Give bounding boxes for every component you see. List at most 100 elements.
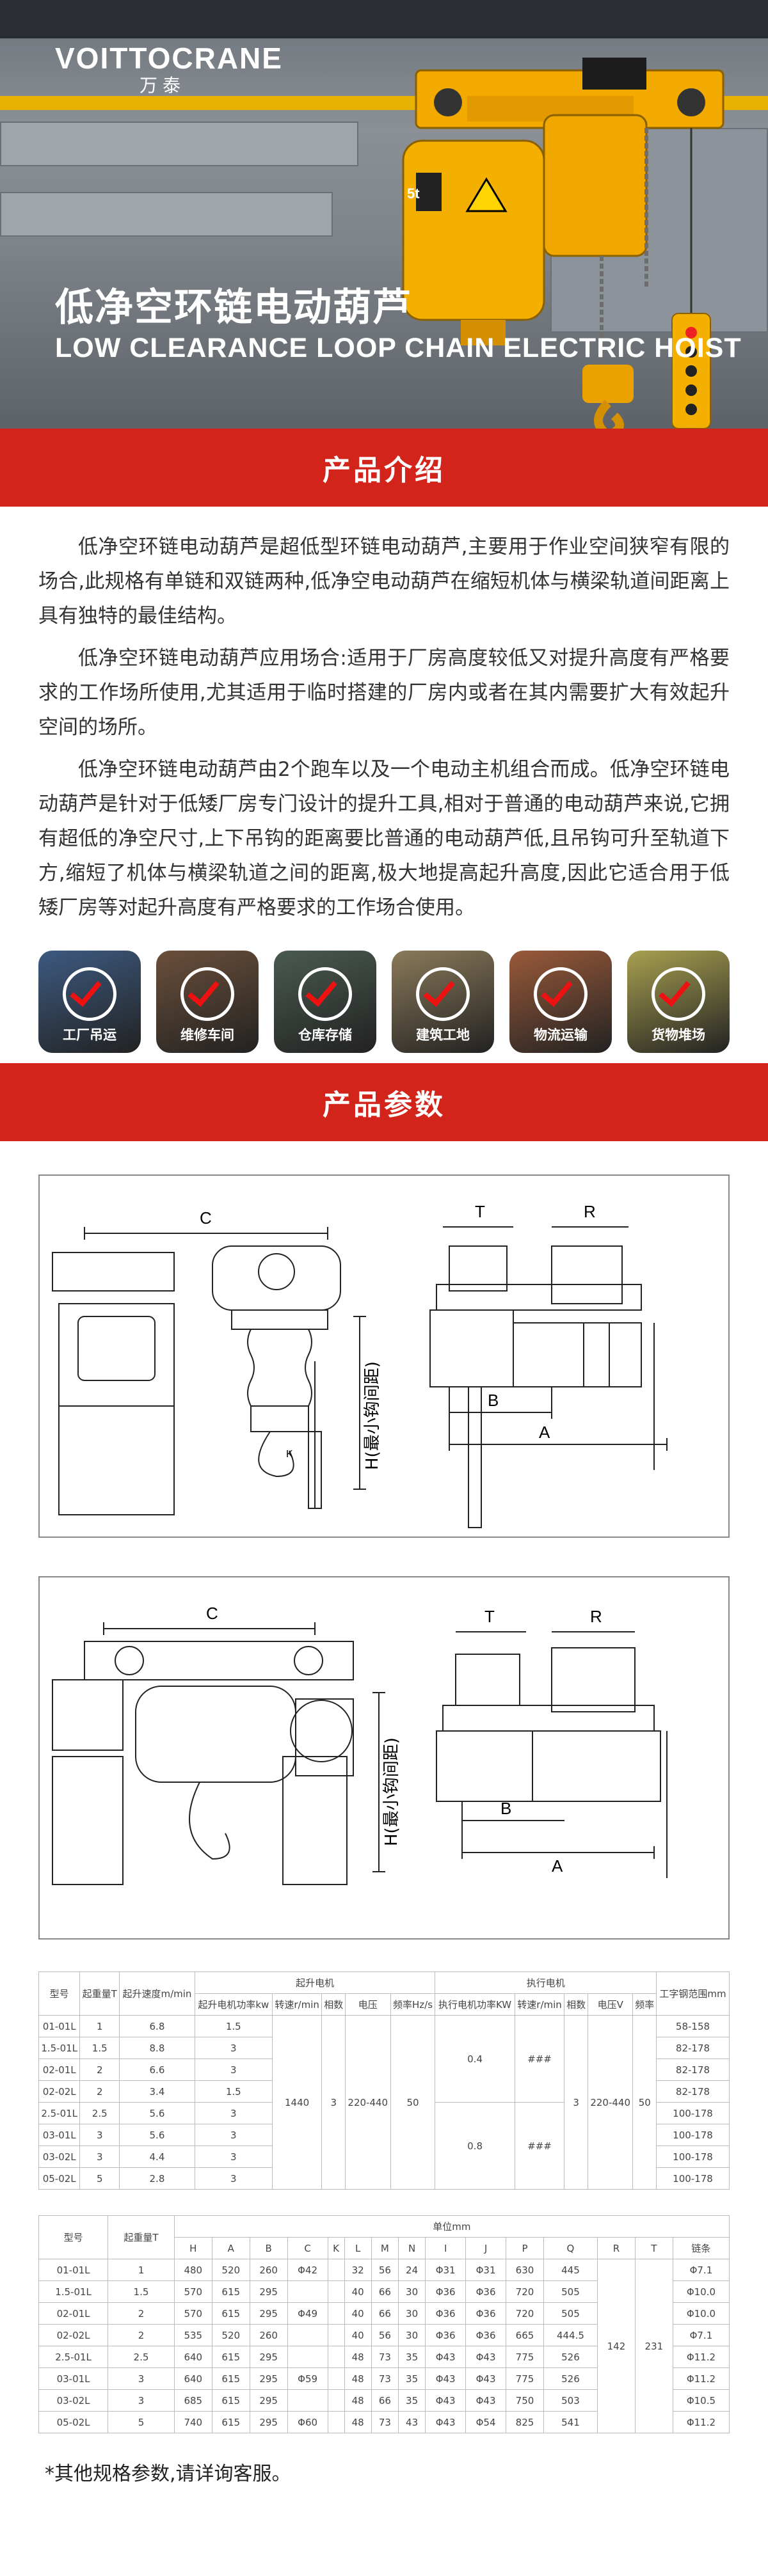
cell-range: 100-178 [656, 2167, 730, 2190]
dim-label-c: C [200, 1208, 212, 1228]
table-header: 执行电机 [435, 1972, 657, 1994]
table-header: 型号 [38, 1972, 81, 2016]
cell-power: 1.5 [194, 2015, 273, 2037]
cell-chain: Φ10.0 [672, 2280, 730, 2303]
cell-trpm: ### [514, 2015, 565, 2103]
table-header: 电压V [587, 1993, 634, 2016]
table-header: 起升电机 [194, 1972, 436, 1994]
cell-p: 720 [506, 2302, 544, 2325]
cell-l: 48 [344, 2389, 372, 2412]
cell-q: 503 [543, 2389, 598, 2412]
cell-a: 615 [211, 2367, 250, 2390]
application-label: 维修车间 [180, 1027, 234, 1043]
dimension-drawing-single-chain: C T R B A K H(最小钩间距) [38, 1174, 730, 1538]
cell-range: 100-178 [656, 2145, 730, 2168]
hero-banner: VOITTOCRANE 万泰 5t 低净空环链电动葫芦 LOW CLEARANC… [0, 0, 768, 429]
cell-k [327, 2302, 345, 2325]
brand-logo: VOITTOCRANE [55, 42, 283, 75]
cell-j: Φ36 [465, 2280, 507, 2303]
cell-q: 541 [543, 2411, 598, 2433]
cell-c [287, 2280, 328, 2303]
cell-j: Φ36 [465, 2324, 507, 2346]
table-header: 型号 [38, 2215, 109, 2259]
cell-model: 2.5-01L [38, 2102, 81, 2124]
cell-b: 295 [249, 2346, 288, 2368]
cell-chain: Φ11.2 [672, 2367, 730, 2390]
cell-q: 445 [543, 2259, 598, 2281]
dim-label-t: T [484, 1607, 495, 1626]
cell-j: Φ31 [465, 2259, 507, 2281]
dim-label-r: R [584, 1202, 596, 1221]
dim-label-r: R [590, 1607, 602, 1626]
cell-load: 1.5 [108, 2280, 175, 2303]
product-intro: 低净空环链电动葫芦是超低型环链电动葫芦,主要用于作业空间狭窄有限的场合,此规格有… [0, 507, 768, 944]
cell-a: 615 [211, 2302, 250, 2325]
cell-n: 30 [397, 2280, 426, 2303]
cell-m: 56 [371, 2324, 399, 2346]
cell-power: 3 [194, 2058, 273, 2081]
cell-i: Φ43 [425, 2389, 467, 2412]
background-shelf [0, 122, 358, 166]
cell-load: 2.5 [108, 2346, 175, 2368]
table-header: 频率Hz/s [390, 1993, 436, 2016]
hero-title-cn: 低净空环链电动葫芦 [55, 285, 412, 330]
cell-j: Φ43 [465, 2389, 507, 2412]
dim-label-a: A [539, 1423, 550, 1442]
cell-k [327, 2389, 345, 2412]
cell-model: 02-02L [38, 2324, 109, 2346]
application-label: 物流运输 [534, 1027, 588, 1043]
check-icon [298, 967, 352, 1021]
cell-load: 1 [108, 2259, 175, 2281]
dim-label-a: A [552, 1856, 563, 1876]
cell-speed: 3.4 [119, 2080, 195, 2103]
cell-c: Φ59 [287, 2367, 328, 2390]
cell-p: 720 [506, 2280, 544, 2303]
cell-model: 1.5-01L [38, 2280, 109, 2303]
cell-rpm: 1440 [271, 2015, 323, 2190]
intro-paragraph: 低净空环链电动葫芦由2个跑车以及一个电动主机组合而成。低净空环链电动葫芦是针对于… [38, 758, 730, 919]
table-header: B [249, 2237, 288, 2259]
cell-k [327, 2324, 345, 2346]
table-header: K [327, 2237, 345, 2259]
table-header: C [287, 2237, 328, 2259]
cell-c [287, 2389, 328, 2412]
cell-load: 5 [108, 2411, 175, 2433]
table-header: 起升电机功率kw [194, 1993, 273, 2016]
cell-model: 02-02L [38, 2080, 81, 2103]
check-icon [416, 967, 470, 1021]
cell-i: Φ43 [425, 2367, 467, 2390]
application-label: 建筑工地 [416, 1027, 470, 1043]
table-header: 单位mm [173, 2215, 730, 2238]
table-header: 转速r/min [514, 1993, 565, 2016]
dim-label-h: H(最小钩间距) [363, 1361, 382, 1470]
cell-h: 740 [173, 2411, 212, 2433]
cell-m: 66 [371, 2302, 399, 2325]
check-icon [180, 967, 234, 1021]
cell-k [327, 2280, 345, 2303]
table-header: T [634, 2237, 673, 2259]
table-header: 起重量T [79, 1972, 120, 2016]
cell-m: 73 [371, 2367, 399, 2390]
hoist-illustration: 5t [402, 58, 724, 429]
cell-load: 3 [108, 2389, 175, 2412]
cell-b: 295 [249, 2280, 288, 2303]
cell-model: 02-01L [38, 2302, 109, 2325]
cell-load: 2 [108, 2324, 175, 2346]
cell-model: 01-01L [38, 2259, 109, 2281]
cell-p: 775 [506, 2346, 544, 2368]
cell-power: 1.5 [194, 2080, 273, 2103]
table-header: 相数 [321, 1993, 346, 2016]
cell-a: 520 [211, 2324, 250, 2346]
check-icon [534, 967, 588, 1021]
cell-chain: Φ10.5 [672, 2389, 730, 2412]
dimension-drawing-svg: C T R B A H(最小钩间距) [52, 1604, 668, 1885]
cell-model: 2.5-01L [38, 2346, 109, 2368]
cell-m: 56 [371, 2259, 399, 2281]
cell-j: Φ54 [465, 2411, 507, 2433]
cell-trpm: ### [514, 2102, 565, 2190]
application-icons: 工厂吊运维修车间仓库存储建筑工地物流运输货物堆场 [0, 944, 768, 1063]
